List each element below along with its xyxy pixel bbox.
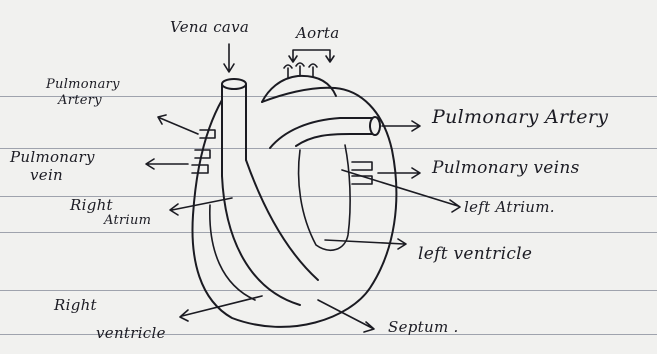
left-chamber-wall [299,145,351,250]
label-right-ventricle-2: ventricle [96,326,166,341]
arrow-pulmonary-vein-left [146,159,188,169]
label-aorta: Aorta [296,26,340,41]
arrow-right-atrium [170,198,232,215]
label-left-atrium: left Atrium. [464,200,555,215]
label-pulmonary-artery-left-2: Artery [58,94,102,107]
right-ventricle-wall [210,205,255,300]
label-pulmonary-vein-2: vein [30,168,63,183]
arrow-right-ventricle [180,296,262,321]
label-pulmonary-vein-1: Pulmonary [10,150,95,165]
label-pulmonary-artery-right: Pulmonary Artery [432,108,608,127]
arrow-vena-cava [224,44,234,72]
label-right-ventricle-1: Right [54,298,97,313]
label-right-atrium-1: Right [70,198,113,213]
arrow-left-ventricle [325,239,406,249]
label-pulmonary-veins: Pulmonary veins [432,160,580,177]
label-vena-cava: Vena cava [170,20,249,35]
arrow-aorta [289,50,334,62]
pulmonary-veins-stubs [352,162,372,184]
arrow-pulmonary-artery-right [382,121,420,131]
arrow-pulmonary-veins [378,168,420,178]
label-septum: Septum . [388,320,459,335]
label-pulmonary-artery-left-1: Pulmonary [46,78,120,91]
pulmonary-artery-trunk [270,118,372,148]
pulmonary-artery-opening [370,117,380,135]
vena-cava-opening [222,79,246,89]
label-right-atrium-2: Atrium [104,214,151,227]
vena-cava-tube [222,84,246,176]
septum-wall [222,160,318,305]
arrow-septum [318,300,374,332]
heart-outline [192,88,396,327]
arrow-pulmonary-artery-left [158,115,198,134]
label-left-ventricle: left ventricle [418,246,532,263]
